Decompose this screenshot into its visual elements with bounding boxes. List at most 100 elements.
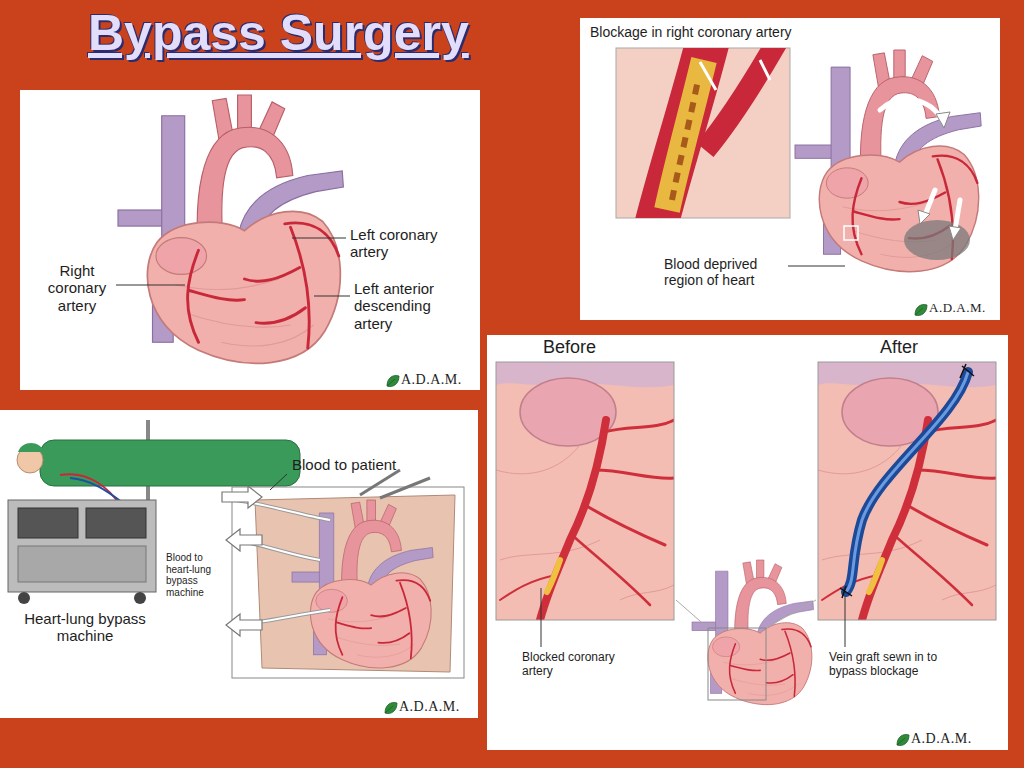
heart-illustration	[692, 560, 814, 705]
part-label: Left coronary artery	[350, 226, 468, 261]
part-label: Right coronary artery	[38, 262, 116, 314]
watermark: A.D.A.M.	[399, 699, 460, 715]
panel	[487, 335, 1008, 750]
artery-inset	[655, 48, 708, 218]
label-slot: Left coronary artery	[350, 226, 468, 261]
slide-title: Bypass Surgery	[88, 4, 469, 62]
zoom-after	[840, 364, 974, 598]
label-slot: Blood to heart-lung bypass machine	[166, 552, 230, 598]
heart-illustration	[795, 50, 981, 272]
heart-illustration	[918, 210, 930, 224]
artery-inset	[667, 60, 704, 210]
heart-illustration	[880, 99, 942, 120]
label-slot: Blood to patient	[292, 456, 396, 473]
part-label: Blood to heart-lung bypass machine	[166, 552, 230, 598]
label-slot: Heart-lung bypass machine	[10, 610, 160, 645]
heart-lung-machine	[18, 546, 146, 582]
heart-illustration	[708, 628, 766, 700]
watermark-leaf	[387, 375, 399, 386]
heart-lung-machine	[18, 508, 78, 538]
heart-illustration	[925, 190, 935, 215]
leader-line	[541, 588, 845, 647]
zoom-before	[496, 362, 674, 620]
zoom-before	[496, 362, 674, 620]
heart-illustration	[844, 226, 858, 240]
watermark: A.D.A.M.	[929, 301, 986, 316]
leader-line	[845, 596, 846, 647]
label-slot: Right coronary artery	[38, 262, 116, 314]
watermark-leaf	[915, 304, 927, 315]
zoom-after	[846, 372, 968, 592]
label-slot: A.D.A.M.	[929, 301, 986, 316]
watermark: A.D.A.M.	[911, 731, 972, 747]
label-slot: A.D.A.M.	[401, 372, 462, 388]
leader-line	[116, 285, 185, 286]
panel-heading: Blockage in right coronary artery	[590, 24, 792, 40]
part-label: Vein graft sewn in to bypass blockage	[829, 651, 967, 679]
zoom-after	[818, 362, 996, 620]
label-slot: After	[880, 337, 918, 358]
surgery-inset	[236, 500, 330, 625]
label-slot: Vein graft sewn in to bypass blockage	[829, 651, 967, 679]
leader-line	[788, 266, 845, 267]
panel	[20, 90, 480, 390]
leader-line	[541, 588, 542, 647]
label-slot: Blood deprived region of heart	[664, 256, 786, 288]
heart-illustration	[918, 112, 961, 240]
leader-line	[292, 238, 346, 239]
part-label: Heart-lung bypass machine	[10, 610, 160, 645]
surgery-inset	[232, 470, 464, 678]
heart-illustration	[676, 600, 708, 628]
artery-inset	[616, 40, 790, 230]
leader-line	[116, 238, 350, 296]
part-label: Blood to patient	[292, 456, 396, 473]
label-slot: Blockage in right coronary artery	[590, 24, 792, 40]
label-slot: Left anterior descending artery	[354, 280, 466, 332]
zoom-after	[818, 362, 996, 620]
heart-illustration	[904, 220, 970, 260]
artery-inset	[672, 80, 698, 200]
part-label: Blocked coronary artery	[522, 651, 634, 679]
label-slot: Blocked coronary artery	[522, 651, 634, 679]
surgery-inset	[255, 495, 455, 672]
heart-illustration	[795, 50, 981, 272]
watermark: A.D.A.M.	[401, 372, 462, 388]
surgery-inset	[236, 500, 330, 625]
heart-illustration	[936, 112, 950, 128]
heart-lung-machine	[18, 592, 30, 604]
leader-line	[314, 296, 350, 297]
flow-arrow	[226, 529, 262, 551]
surgery-inset	[292, 500, 433, 668]
label-slot: A.D.A.M.	[399, 699, 460, 715]
artery-inset	[700, 60, 770, 90]
heart-lung-machine	[134, 592, 146, 604]
watermark-leaf	[385, 702, 397, 713]
watermark-leaf	[897, 734, 909, 745]
leader-line	[788, 266, 845, 267]
panel-heading: After	[880, 337, 918, 358]
panel-heading: Before	[543, 337, 596, 358]
artery-inset	[655, 48, 778, 218]
panel	[0, 410, 478, 718]
surgery-inset	[232, 487, 464, 678]
heart-lung-machine	[18, 443, 44, 452]
surgery-inset	[380, 478, 430, 498]
flow-arrow	[222, 486, 262, 636]
heart-illustration	[676, 560, 816, 705]
part-label: Blood deprived region of heart	[664, 256, 786, 288]
label-slot: Before	[543, 337, 596, 358]
heart-illustration	[118, 95, 343, 363]
leader-line	[270, 474, 287, 490]
label-slot: A.D.A.M.	[911, 731, 972, 747]
leader-line	[270, 474, 287, 490]
watermark-leaf	[385, 304, 927, 745]
heart-illustration	[766, 600, 816, 628]
panel	[580, 18, 1000, 320]
heart-lung-machine	[86, 508, 146, 538]
frame	[818, 362, 996, 620]
heart-illustration	[949, 226, 961, 240]
zoom-after	[846, 372, 968, 592]
part-label: Left anterior descending artery	[354, 280, 466, 332]
heart-illustration	[880, 99, 960, 230]
